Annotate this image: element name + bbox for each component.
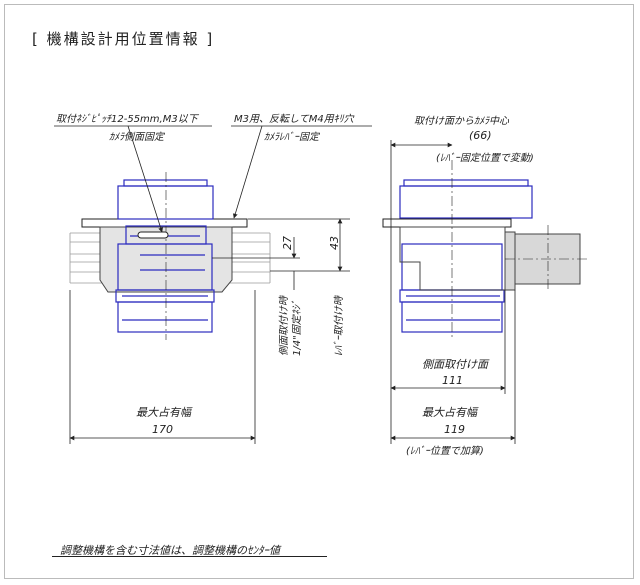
left-max-width-dim [69,290,256,444]
left-max-width-label: 最大占有幅 [136,406,193,419]
right-mount-plate [382,218,512,228]
footnote-underline [52,556,327,557]
note-lever-position: (ﾚﾊﾞｰ固定位置で変動) [436,152,534,164]
side-mount-value: 111 [442,374,463,387]
note-lever-addition: (ﾚﾊﾞｰ位置で加算) [406,445,484,457]
right-max-width-value: 119 [444,423,465,436]
left-camera [115,179,215,333]
right-max-width-dim [390,290,516,444]
dim-43: 43 [328,236,341,250]
note-m3-hole: M3用、反転してM4用ｷﾘ穴 [234,113,355,125]
note-screw-pitch: 取付ﾈｼﾞﾋﾟｯﾁ12-55mm,M3以下 [56,113,200,125]
left-max-width-value: 170 [152,423,173,436]
right-view: 取付け面からｶﾒﾗ中心 (66) (ﾚﾊﾞｰ固定位置で変動) 側面取付け面 11… [382,115,590,457]
left-bracket [99,226,233,293]
footnote: 調整機構を含む寸法値は、調整機構のｾﾝﾀｰ値 [60,544,280,557]
dim-66: (66) [469,129,492,142]
note-lever-fix: ｶﾒﾗﾚﾊﾞｰ固定 [264,131,321,143]
right-camera [399,179,533,333]
right-max-width-label: 最大占有幅 [422,406,479,419]
vertical-label-side-mount: 側面取付け時 [278,294,290,356]
vertical-label-lever-mount: ﾚﾊﾞｰ取付け時 [333,294,345,356]
dim-27: 27 [281,236,294,250]
left-leaders [54,125,372,233]
right-side-plate [504,231,516,291]
drawing-frame [4,4,634,579]
side-mount-label: 側面取付け面 [422,358,490,371]
note-side-fix: ｶﾒﾗ側面固定 [109,131,166,143]
right-bracket [399,226,506,291]
right-side-mount-dim [390,232,506,444]
vertical-label-fix-screw: 1/4"固定ﾈｼﾞ [291,300,303,356]
page-title: [ 機構設計用位置情報 ] [32,30,215,48]
left-vertical-dims [212,218,350,290]
left-view: 取付ﾈｼﾞﾋﾟｯﾁ12-55mm,M3以下 ｶﾒﾗ側面固定 M3用、反転してM4… [54,113,372,444]
note-center-from-mount: 取付け面からｶﾒﾗ中心 [414,115,510,127]
right-top-dim [390,140,453,232]
left-screw-slot [137,231,169,239]
